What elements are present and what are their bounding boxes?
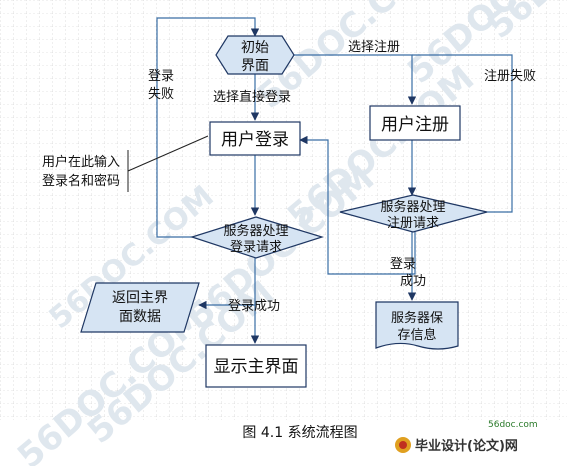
label-login-success-short-1: 登录 bbox=[390, 257, 416, 272]
node-server-login-label-2: 登录请求 bbox=[230, 240, 282, 255]
node-show-main-label: 显示主界面 bbox=[214, 357, 299, 377]
node-server-register bbox=[339, 194, 488, 233]
node-save-info-label-2: 存信息 bbox=[397, 327, 436, 343]
label-login-fail-2: 失败 bbox=[148, 87, 174, 102]
node-register bbox=[369, 105, 461, 141]
annotation-line-1: 用户在此输入 bbox=[42, 154, 120, 170]
node-server-login-label-1: 服务器处理 bbox=[223, 223, 288, 239]
node-server-login bbox=[190, 216, 325, 259]
node-login-label: 用户登录 bbox=[221, 130, 289, 150]
node-start-label-1: 初始 bbox=[241, 39, 269, 56]
brand-logo: 56doc.com 毕业设计(论文)网 bbox=[395, 420, 538, 454]
node-start-label-2: 界面 bbox=[241, 58, 269, 74]
node-login bbox=[209, 121, 301, 156]
node-show-main bbox=[205, 344, 307, 388]
node-return-data-label-1: 返回主界 bbox=[112, 290, 168, 306]
node-return-data-label-2: 面数据 bbox=[119, 309, 161, 325]
node-save-info bbox=[375, 301, 459, 350]
node-start bbox=[215, 35, 295, 75]
connectors bbox=[127, 17, 513, 344]
annotation-bracket bbox=[127, 135, 209, 192]
node-return-data bbox=[80, 282, 200, 333]
node-register-label: 用户注册 bbox=[381, 115, 449, 135]
edge-register-success bbox=[299, 135, 416, 275]
label-register-fail: 注册失败 bbox=[484, 69, 536, 84]
annotation-line-2: 登录名和密码 bbox=[42, 173, 120, 189]
edge-register-fail bbox=[412, 54, 513, 213]
label-login-fail-1: 登录 bbox=[148, 69, 174, 84]
label-choose-register: 选择注册 bbox=[348, 40, 400, 55]
figure-caption: 图 4.1 系统流程图 bbox=[242, 425, 357, 441]
edge-labels: 选择注册 选择直接登录 登录 失败 注册失败 登录成功 登录 成功 用户在此输入… bbox=[42, 40, 536, 314]
brand-emblem-core-icon bbox=[399, 441, 407, 449]
brand-url: 56doc.com bbox=[488, 420, 538, 430]
brand-name: 毕业设计(论文)网 bbox=[415, 438, 518, 454]
label-choose-login: 选择直接登录 bbox=[213, 89, 291, 105]
edge-login-fail bbox=[156, 17, 260, 238]
node-server-register-label-2: 注册请求 bbox=[387, 216, 439, 231]
node-server-register-label-1: 服务器处理 bbox=[380, 199, 445, 215]
node-save-info-label-1: 服务器保 bbox=[391, 310, 443, 326]
nodes: 初始 界面 用户登录 用户注册 服务器处理 注册请求 服务器处理 登录请求 返回… bbox=[80, 35, 488, 388]
label-login-success: 登录成功 bbox=[228, 299, 280, 314]
label-login-success-short-2: 成功 bbox=[400, 274, 426, 289]
